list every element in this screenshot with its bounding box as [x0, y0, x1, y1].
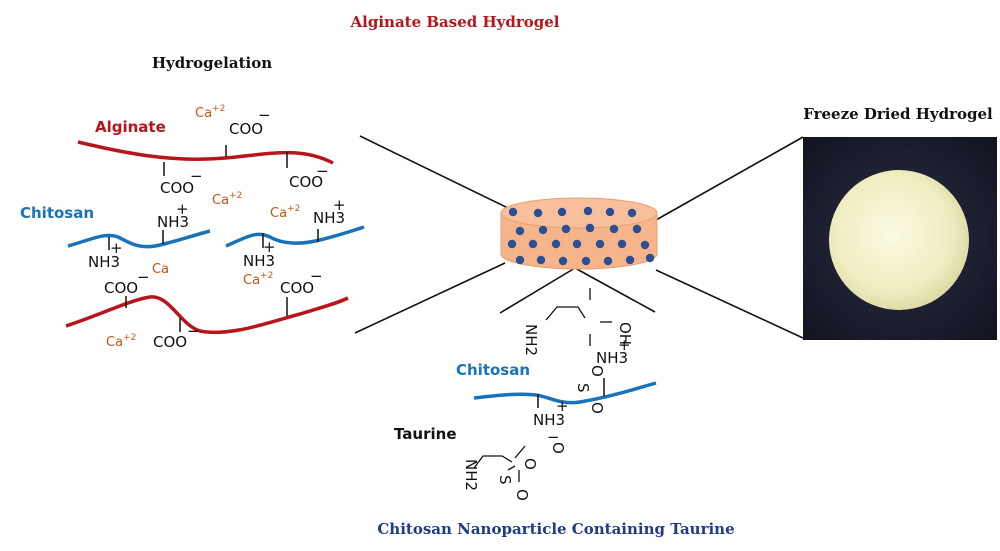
nanoparticle-dot [551, 239, 561, 249]
nanoparticle-dot [605, 207, 615, 217]
nanoparticle-dot [603, 256, 613, 266]
svg-text:OH: OH [616, 322, 634, 345]
taurine-molecule-top: NH2 S O O OH [522, 322, 634, 414]
nanoparticle-dot [533, 208, 543, 218]
nh3-group: NH3 [157, 213, 189, 231]
nanoparticle-dot [507, 239, 517, 249]
taurine-panel: NH2 S O O OH NH3 + Chitosan NH3 + Taurin… [394, 288, 657, 501]
calcium-ion: Ca [152, 262, 169, 277]
chitosan-label-bottom: Chitosan [456, 361, 530, 379]
nanoparticle-dot [645, 253, 655, 263]
negative-charge: − [316, 162, 329, 180]
calcium-ion: Ca+2 [243, 271, 273, 288]
nanoparticle-dot [515, 255, 525, 265]
hydrogel-disk [500, 197, 658, 270]
svg-text:NH2: NH2 [522, 324, 540, 356]
taurine-label: Taurine [394, 425, 457, 443]
alginate-label: Alginate [95, 118, 166, 136]
svg-text:O: O [513, 489, 531, 501]
nanoparticle-dot [627, 208, 637, 218]
svg-text:O: O [588, 365, 606, 377]
alginate-chain-top [77, 140, 334, 165]
svg-text:O: O [588, 402, 606, 414]
positive-charge: + [263, 238, 276, 256]
svg-text:O: O [549, 442, 567, 454]
calcium-ion: Ca+2 [212, 191, 242, 208]
negative-charge: − [187, 322, 200, 340]
nanoparticle-dot [572, 239, 582, 249]
freeze-dried-panel: Freeze Dried Hydrogel [803, 105, 997, 340]
chitosan-chain-bottom [473, 381, 657, 405]
hydrogelation-panel: Hydrogelation Alginate COO − Ca+2 COO − … [20, 54, 365, 351]
calcium-ion: Ca+2 [106, 333, 136, 350]
svg-text:NH3: NH3 [596, 349, 628, 367]
nanoparticle-dot [583, 206, 593, 216]
svg-text:+: + [618, 336, 631, 354]
chitosan-chain-left [67, 229, 211, 249]
nh3-group: NH3 [313, 209, 345, 227]
nanoparticle-dot [558, 256, 568, 266]
svg-text:+: + [556, 397, 569, 415]
chitosan-label: Chitosan [20, 204, 94, 222]
alginate-chain-bottom [65, 295, 349, 335]
hydrogel-bead [829, 170, 969, 310]
positive-charge: + [176, 200, 189, 218]
bottom-caption: Chitosan Nanoparticle Containing Taurine [377, 520, 734, 538]
nanoparticle-dot [561, 224, 571, 234]
calcium-ion: Ca+2 [195, 104, 225, 121]
coo-group: COO [289, 173, 323, 191]
nh3-group: NH3 [243, 252, 275, 270]
coo-group: COO [104, 279, 138, 297]
nanoparticle-dot [581, 256, 591, 266]
nanoparticle-dot [515, 226, 525, 236]
hydrogelation-heading: Hydrogelation [152, 54, 272, 72]
nanoparticle-dot [528, 239, 538, 249]
diagram-title: Alginate Based Hydrogel [350, 13, 560, 31]
nanoparticle-dots [507, 206, 655, 266]
freeze-dried-heading: Freeze Dried Hydrogel [803, 105, 993, 123]
nanoparticle-dot [585, 223, 595, 233]
nanoparticle-dot [640, 240, 650, 250]
svg-text:O: O [521, 458, 539, 470]
nanoparticle-dot [508, 207, 518, 217]
coo-group: COO [280, 279, 314, 297]
coo-group: COO [229, 120, 263, 138]
svg-text:S: S [574, 383, 592, 393]
nanoparticle-dot [557, 207, 567, 217]
taurine-molecule-bottom: NH2 O O S O [462, 442, 567, 501]
calcium-ion: Ca+2 [270, 204, 300, 221]
nanoparticle-dot [625, 255, 635, 265]
nanoparticle-dot [609, 224, 619, 234]
nanoparticle-dot [536, 255, 546, 265]
svg-text:NH3: NH3 [533, 411, 565, 429]
nanoparticle-dot [595, 239, 605, 249]
positive-charge: + [110, 239, 123, 257]
negative-charge: − [190, 167, 203, 185]
nanoparticle-dot [617, 239, 627, 249]
coo-group: COO [160, 179, 194, 197]
connector-lines [354, 135, 804, 339]
coo-group: COO [153, 333, 187, 351]
positive-charge: + [333, 196, 346, 214]
svg-text:−: − [547, 428, 560, 446]
nanoparticle-dot [632, 224, 642, 234]
nanoparticle-dot [538, 225, 548, 235]
negative-charge: − [310, 267, 323, 285]
chitosan-chain-right [225, 225, 365, 248]
negative-charge: − [258, 106, 271, 124]
nh3-group: NH3 [88, 253, 120, 271]
negative-charge: − [137, 268, 150, 286]
svg-text:S: S [496, 475, 514, 485]
